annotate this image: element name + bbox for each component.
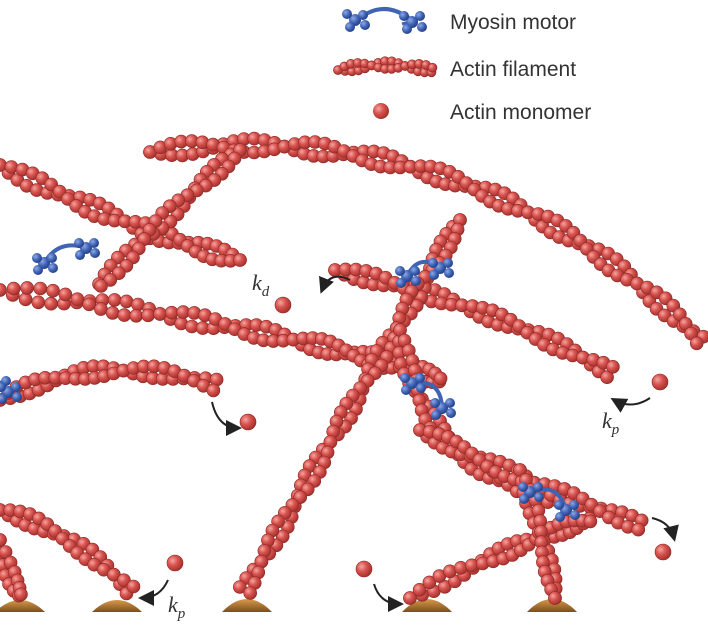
actin-filament-lower-left-a [0, 503, 141, 601]
actin-filament-middle [0, 281, 448, 390]
myosin-motor-icon [32, 238, 100, 275]
arrow-icon [138, 579, 169, 606]
actin-monomer-icon [239, 413, 257, 431]
actin-filament-center-leg-left [233, 213, 467, 600]
myosin-motor-icon [0, 376, 22, 404]
rate-labels: kd kp kp [168, 270, 620, 622]
actin-monomers [166, 296, 672, 578]
legend-filament-strand [333, 56, 438, 78]
actin-monomer-icon [274, 296, 292, 314]
actin-monomer-icon [355, 560, 373, 578]
actin-filament-lower-right [413, 423, 649, 537]
legend-filament-label: Actin filament [450, 58, 576, 81]
actin-monomer-icon [166, 554, 184, 572]
legend-monomer-label: Actin monomer [450, 101, 591, 124]
actin-monomer-icon [373, 103, 389, 119]
actin-filament-top [143, 131, 708, 351]
arrow-icon [319, 275, 351, 294]
rate-kd: kd [252, 270, 270, 300]
anchor-icon [0, 600, 45, 612]
myosin-motor-icon [400, 373, 456, 420]
actin-monomer-icon [654, 543, 672, 561]
anchor-icon [92, 600, 142, 612]
actin-filament-diagonal-a [92, 143, 247, 293]
actin-filament-left-mid [0, 359, 224, 407]
anchors [0, 599, 577, 612]
legend-myosin-label: Myosin motor [450, 11, 576, 34]
anchor-icon [222, 599, 272, 612]
actin-filaments [0, 131, 708, 605]
rate-kp-bottom: kp [168, 592, 186, 622]
actin-filament-bottom-center [403, 511, 598, 605]
arrow-icon [610, 397, 651, 413]
myosin-motor-icon [518, 482, 580, 522]
rate-arrows [138, 275, 679, 612]
actin-filament-icon [333, 56, 438, 78]
anchor-icon [527, 599, 577, 612]
actin-monomer-icon [651, 373, 669, 391]
arrow-icon [651, 517, 679, 542]
actin-filament-lower-left-b [0, 533, 28, 603]
myosin-motor-icon [342, 7, 427, 34]
arrow-icon [373, 583, 404, 612]
legend: Myosin motor Actin filament Actin monome… [333, 7, 591, 124]
arrow-icon [211, 401, 242, 436]
rate-kp-right: kp [602, 408, 620, 438]
myosin-motor-icon [395, 258, 454, 288]
myosin-motors [0, 238, 580, 522]
